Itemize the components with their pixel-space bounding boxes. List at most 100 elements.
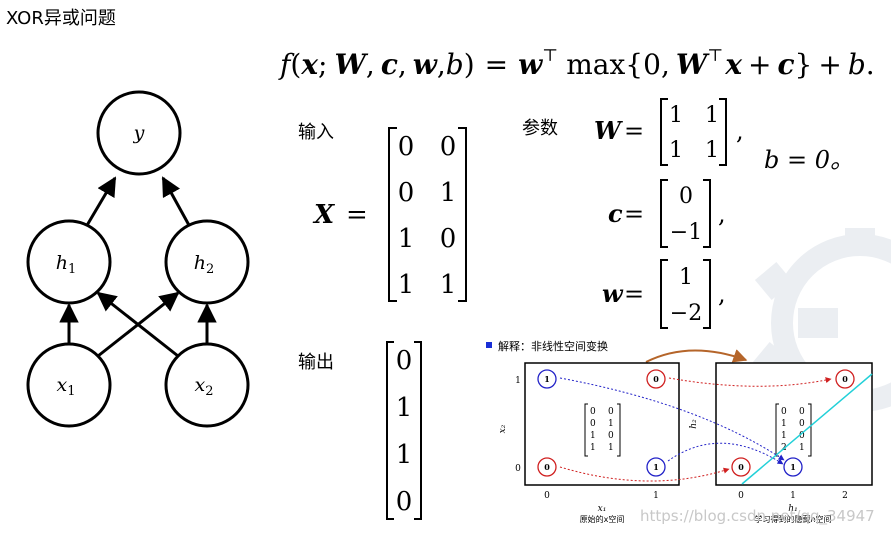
matrix-cell: 1 — [440, 178, 457, 208]
input-label: 输入 — [298, 122, 334, 143]
node-x1-label: x1 — [57, 374, 76, 399]
param-W-eq: = — [624, 117, 644, 145]
watermark-url: https://blog.csdn.net/qq_34947 — [640, 507, 875, 525]
node-x1 — [26, 342, 112, 428]
right-point-1 — [731, 457, 751, 477]
matrix-cell: 1 — [590, 431, 596, 441]
output-label: 输出 — [298, 352, 334, 373]
left-point-label-0: 1 — [544, 374, 550, 384]
left-plot-points: 1 0 0 1 — [537, 369, 666, 477]
left-y-tick: 0 — [515, 464, 521, 474]
left-point-1 — [646, 369, 666, 389]
matrix-cell: 1 — [705, 138, 719, 163]
matrix-cell: 0 — [590, 407, 596, 417]
matrix-cell: 1 — [608, 443, 614, 453]
matrix-cell: 1 — [781, 419, 787, 429]
network-diagram: y h1 h2 x1 x2 — [26, 90, 250, 428]
matrix-cell: 1 — [398, 224, 415, 254]
param-w-comma: , — [718, 280, 726, 308]
transform-arrow-icon — [645, 349, 748, 363]
left-xlabel: x₁ — [598, 504, 607, 514]
matrix-cell: −1 — [670, 220, 702, 245]
right-ylabel: h₂ — [689, 419, 699, 429]
right-xlabel: h₁ — [788, 504, 797, 514]
matrix-cell: 0 — [799, 407, 805, 417]
edge-h2-y — [161, 176, 192, 228]
param-w-eq: = — [624, 280, 644, 308]
param-W-comma: , — [736, 117, 744, 145]
params-matrices: W = 1 1 1 1 , b = 0。 c = 0 −1 , w = 1 −2… — [594, 98, 854, 329]
separating-line — [741, 373, 873, 485]
right-x-tick: 0 — [738, 491, 744, 501]
matrix-cell: 1 — [781, 431, 787, 441]
input-var: X — [312, 200, 336, 230]
left-point-3 — [646, 457, 666, 477]
explain-figure: 解释：非线性空间变换 0 1 0 1 0 1 2 x₁ x₂ h₁ h₂ 原始的… — [486, 339, 873, 524]
page-title: XOR异或问题 — [6, 8, 116, 29]
left-point-0 — [537, 369, 557, 389]
vector-cell: 0 — [396, 346, 413, 376]
params-label: 参数 — [522, 118, 558, 139]
mapping-arrow — [559, 466, 730, 482]
matrix-cell: 0 — [440, 132, 457, 162]
mapping-arrow — [667, 442, 784, 465]
right-point-2 — [783, 457, 803, 477]
right-plot-points: 0 0 1 — [731, 369, 855, 477]
bullet-icon — [486, 342, 492, 348]
matrix-cell: 0 — [608, 407, 614, 417]
param-w-var: w — [602, 279, 624, 308]
formula-text: f(x;W,c,w,b)=w⊤max{0,W⊤x+c}+b. — [278, 46, 874, 81]
matrix-cell: 1 — [669, 138, 683, 163]
matrix-cell: 1 — [705, 103, 719, 128]
matrix-cell: 0 — [679, 184, 693, 209]
matrix-cell: 1 — [799, 443, 805, 453]
left-caption: 原始的x空间 — [580, 514, 625, 524]
vector-cell: 1 — [396, 393, 413, 423]
node-y — [96, 90, 182, 176]
matrix-cell: 1 — [608, 419, 614, 429]
node-x2 — [164, 342, 250, 428]
formula: f(x;W,c,w,b)=w⊤max{0,W⊤x+c}+b. — [278, 46, 874, 81]
left-point-label-1: 0 — [653, 374, 659, 384]
input-matrix: X = 0 0 0 1 1 0 1 1 — [312, 127, 467, 302]
matrix-cell: 1 — [590, 443, 596, 453]
edge-h1-y — [84, 176, 117, 228]
matrix-cell: 1 — [398, 270, 415, 300]
right-point-0 — [835, 369, 855, 389]
right-x-tick: 2 — [842, 491, 848, 501]
mapping-arrow — [668, 377, 832, 387]
param-W-var: W — [594, 116, 623, 145]
node-h2-label: h2 — [194, 252, 215, 277]
matrix-cell: 1 — [440, 270, 457, 300]
matrix-cell: 0 — [799, 431, 805, 441]
right-point-label-0: 0 — [842, 374, 848, 384]
matrix-cell: 0 — [799, 419, 805, 429]
output-vector: 0 1 1 0 — [386, 341, 422, 520]
right-x-tick: 1 — [790, 491, 796, 501]
right-point-label-2: 1 — [790, 462, 796, 472]
edge-x2-h1 — [96, 291, 179, 358]
matrix-cell: 0 — [398, 132, 415, 162]
matrix-cell: 0 — [781, 407, 787, 417]
explain-title: 解释：非线性空间变换 — [498, 339, 608, 353]
matrix-cell: 0 — [590, 419, 596, 429]
left-x-tick: 1 — [653, 491, 659, 501]
input-eq: = — [346, 200, 368, 230]
node-x2-label: x2 — [195, 374, 214, 399]
matrix-cell: −2 — [670, 301, 702, 326]
node-y-label: y — [133, 122, 145, 144]
matrix-cell: 0 — [398, 178, 415, 208]
left-y-tick: 1 — [515, 376, 521, 386]
right-caption: 学习得到的隐藏h空间 — [754, 514, 831, 524]
node-h1-label: h1 — [56, 252, 77, 277]
left-point-2 — [537, 457, 557, 477]
left-point-label-3: 1 — [653, 462, 659, 472]
param-b: b = 0。 — [764, 146, 854, 174]
param-c-comma: , — [718, 200, 726, 228]
matrix-cell: 1 — [669, 103, 683, 128]
node-h1 — [26, 219, 112, 305]
right-point-label-1: 0 — [738, 462, 744, 472]
left-x-tick: 0 — [544, 491, 550, 501]
param-c-var: c — [608, 199, 623, 228]
node-h2 — [164, 219, 250, 305]
